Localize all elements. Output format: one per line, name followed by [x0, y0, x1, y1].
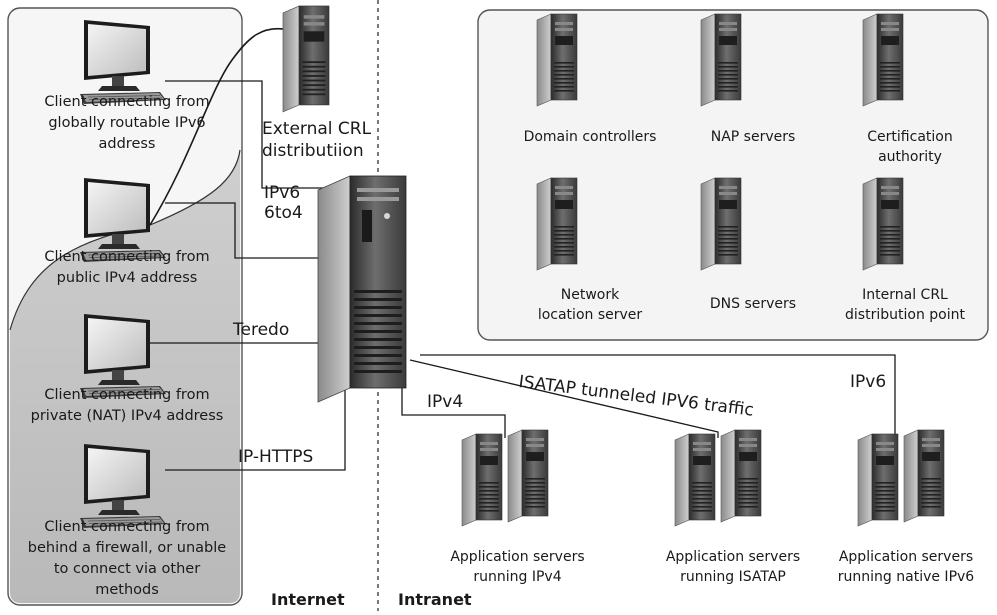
server-icon [507, 429, 549, 523]
directaccess-server [317, 175, 407, 403]
iphttps-connection-label: IP-HTTPS [238, 447, 314, 467]
client-nat-ipv4-label: Client connecting from private (NAT) IPv… [30, 387, 224, 424]
6to4-line [165, 202, 330, 259]
server-icon [536, 177, 578, 271]
certification-authority-label: Certification authority [867, 129, 953, 165]
external-crl-server [282, 5, 330, 113]
internet-zone-label: Internet [271, 590, 345, 609]
server-icon [862, 13, 904, 107]
server-icon [536, 13, 578, 107]
crl-arrow-curve [149, 27, 291, 226]
6to4-connection-label: 6to4 [264, 203, 303, 223]
ipv4-intranet-label: IPv4 [427, 392, 464, 412]
app-servers-ipv4-label: Application servers running IPv4 [450, 549, 585, 585]
teredo-connection-label: Teredo [233, 320, 290, 340]
nat-shaded-region [10, 150, 240, 603]
server-icon [857, 433, 899, 527]
app-servers-native-ipv6-label: Application servers running native IPv6 [837, 549, 975, 585]
iphttps-line [165, 378, 346, 471]
ipv6-intranet-line [420, 354, 896, 438]
ipv6-connection-label: IPv6 [264, 183, 301, 203]
internal-crl-label: Internal CRL distribution point [845, 287, 965, 323]
ipv6-intranet-label: IPv6 [850, 372, 887, 392]
server-icon [903, 429, 945, 523]
server-icon [862, 177, 904, 271]
external-crl-label: External CRL distributiion [262, 119, 372, 161]
client-ipv6-label: Client connecting from globally routable… [44, 94, 210, 152]
isatap-line [409, 359, 719, 438]
dns-servers-label: DNS servers [709, 296, 797, 312]
client-firewall-label: Client connecting from behind a firewall… [27, 519, 227, 598]
connection-lines [150, 80, 896, 471]
ipv4-intranet-line [401, 380, 506, 438]
server-icon [461, 433, 503, 527]
infrastructure-panel [477, 9, 989, 341]
server-icon [674, 433, 716, 527]
nap-servers-label: NAP servers [710, 129, 796, 145]
network-location-server-label: Network location server [537, 287, 643, 323]
server-icon [700, 13, 742, 107]
domain-controllers-label: Domain controllers [523, 129, 657, 145]
app-servers-isatap-label: Application servers running ISATAP [665, 549, 801, 585]
ipv6-line [165, 80, 330, 189]
client-public-ipv4-label: Client connecting from public IPv4 addre… [44, 249, 210, 286]
intranet-zone-label: Intranet [398, 590, 472, 609]
server-icon [720, 429, 762, 523]
server-icon [700, 177, 742, 271]
